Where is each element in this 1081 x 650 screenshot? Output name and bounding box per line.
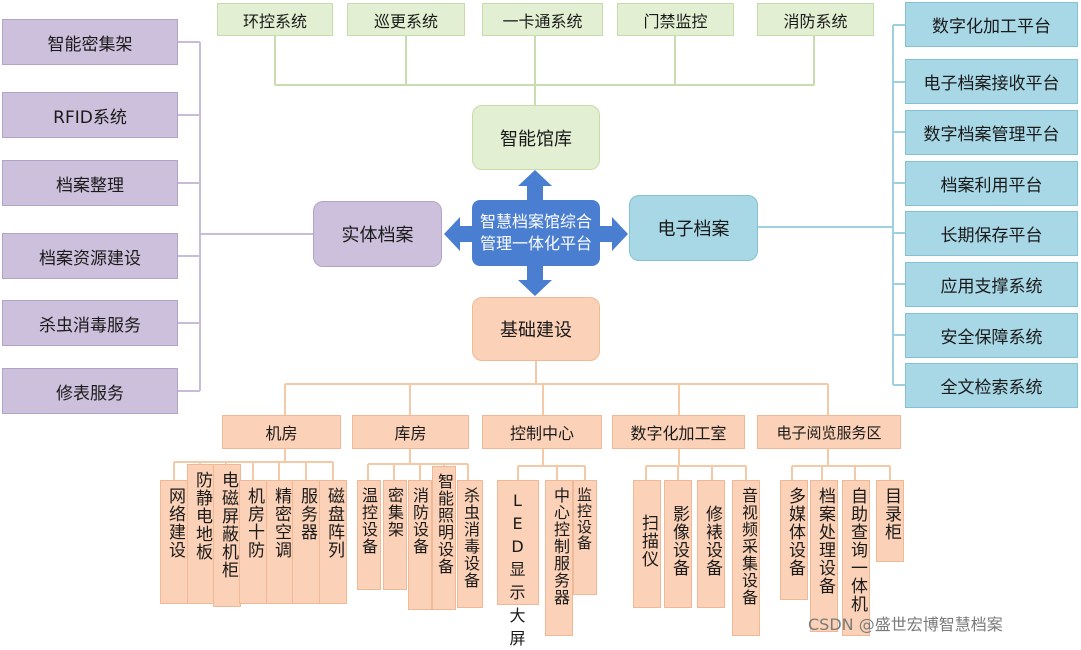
group-e-reading-area: 电子阅览服务区 [757, 415, 901, 449]
leaf-mounting: 修裱设备 [697, 480, 725, 608]
leaf-precision-ac: 精密空调 [266, 480, 294, 604]
hub-infrastructure: 基础建设 [472, 297, 600, 361]
leaf-central-server: 中心控制服务器 [545, 480, 573, 636]
leaf-temp-control: 温控设备 [357, 480, 381, 590]
arrows [444, 170, 628, 296]
top-system-access: 门禁监控 [617, 3, 734, 36]
leaf-catalog-cabinet: 目录柜 [876, 480, 904, 562]
leaf-self-service-kiosk: 自助查询一体机 [842, 480, 870, 636]
left-item-smart-rack: 智能密集架 [2, 19, 178, 65]
leaf-fire-equipment: 消防设备 [408, 480, 432, 610]
center-line-2: 管理一体化平台 [479, 234, 592, 253]
leaf-dense-rack: 密集架 [383, 480, 407, 590]
hub-smart-library: 智能馆库 [472, 105, 600, 170]
left-item-archive-arrange: 档案整理 [2, 160, 178, 206]
left-item-resource-build: 档案资源建设 [2, 233, 178, 279]
leaf-disk-array: 磁盘阵列 [319, 480, 347, 604]
right-item-preserve-platform: 长期保存平台 [905, 211, 1078, 256]
group-machine-room: 机房 [222, 415, 341, 449]
led-text: LED显示大屏 [509, 491, 527, 648]
leaf-antistatic-floor: 防静电地板 [187, 464, 215, 604]
left-item-repair: 修表服务 [2, 368, 178, 414]
right-item-search-system: 全文检索系统 [905, 363, 1078, 408]
leaf-av-capture: 音视频采集设备 [732, 480, 760, 636]
right-item-digitization-platform: 数字化加工平台 [905, 2, 1078, 47]
leaf-led-screen: LED显示大屏 [497, 480, 539, 648]
leaf-smart-lighting: 智能照明设备 [432, 466, 456, 610]
leaf-monitoring: 监控设备 [573, 480, 597, 595]
hub-physical-archive: 实体档案 [313, 201, 442, 267]
leaf-shield-cabinet: 电磁屏蔽机柜 [213, 464, 241, 607]
top-system-card: 一卡通系统 [482, 3, 603, 36]
top-system-patrol: 巡更系统 [347, 3, 465, 36]
watermark: CSDN @盛世宏博智慧档案 [808, 615, 1003, 634]
leaf-multimedia: 多媒体设备 [780, 480, 808, 600]
leaf-network: 网络建设 [160, 480, 188, 604]
leaf-pest-disinfect: 杀虫消毒设备 [457, 480, 483, 608]
center-platform: 智慧档案馆综合 管理一体化平台 [472, 200, 600, 266]
leaf-archive-processing: 档案处理设备 [810, 480, 838, 632]
hub-electronic-archive: 电子档案 [629, 195, 758, 261]
right-item-support-system: 应用支撑系统 [905, 262, 1078, 307]
leaf-server: 服务器 [292, 480, 320, 604]
group-digitization-room: 数字化加工室 [612, 415, 745, 449]
center-line-1: 智慧档案馆综合 [479, 212, 592, 231]
leaf-imaging: 影像设备 [664, 480, 692, 608]
left-item-rfid: RFID系统 [2, 92, 178, 138]
right-item-receive-platform: 电子档案接收平台 [905, 59, 1078, 104]
leaf-ten-protection: 机房十防 [239, 480, 267, 604]
top-system-fire: 消防系统 [757, 3, 874, 36]
group-storage-room: 库房 [352, 415, 469, 449]
right-item-manage-platform: 数字档案管理平台 [905, 110, 1078, 155]
right-item-use-platform: 档案利用平台 [905, 161, 1078, 206]
right-item-security-system: 安全保障系统 [905, 313, 1078, 358]
group-control-center: 控制中心 [482, 415, 602, 449]
left-item-disinfect: 杀虫消毒服务 [2, 300, 178, 346]
top-system-hvac: 环控系统 [217, 3, 333, 36]
leaf-scanner: 扫描仪 [633, 480, 661, 608]
